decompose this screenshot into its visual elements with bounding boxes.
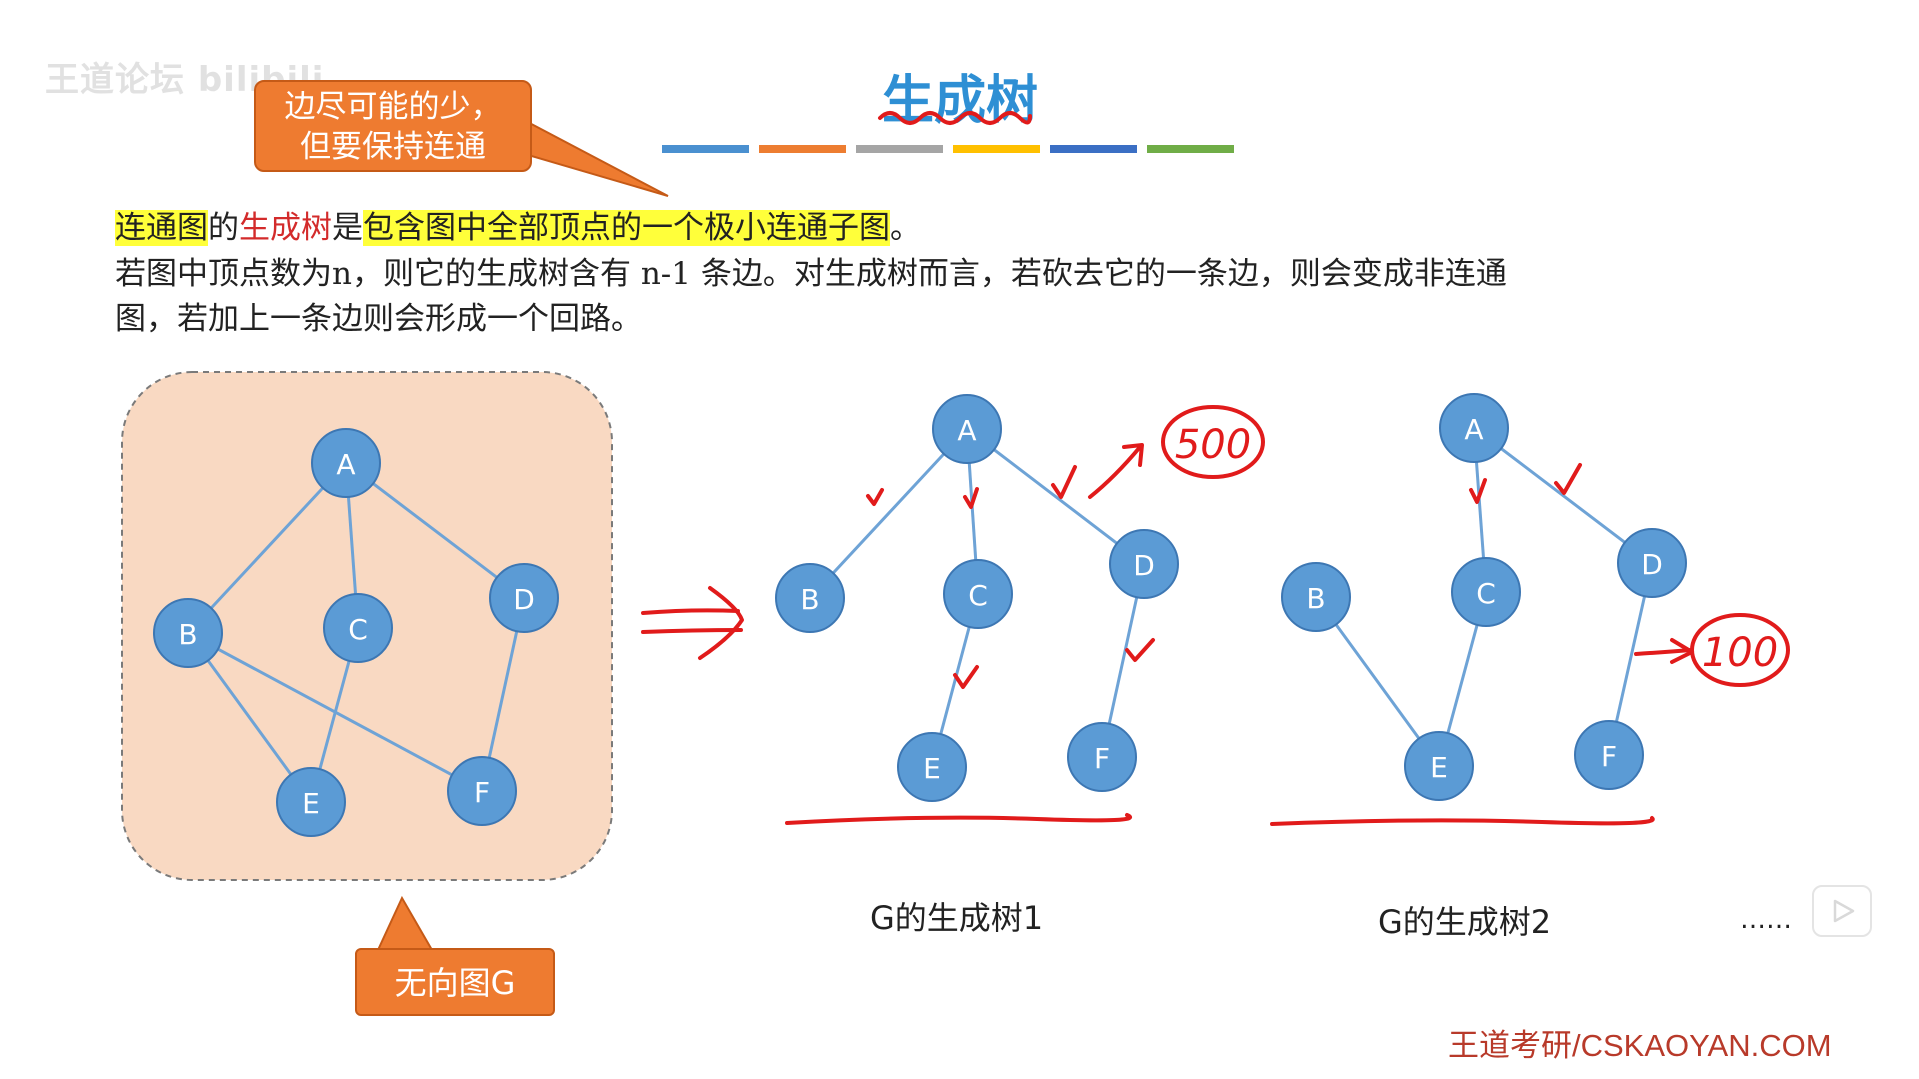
node-t2-c: C	[1451, 557, 1521, 627]
node-t2-e: E	[1404, 731, 1474, 801]
check-t2-ac	[1469, 478, 1487, 504]
stripe-2	[759, 145, 846, 153]
check-t1-ad	[1051, 465, 1077, 499]
more-ellipsis: ……	[1740, 905, 1792, 935]
play-button[interactable]	[1812, 885, 1872, 937]
arrow-to-500-head	[1122, 443, 1144, 467]
node-g-c-label: C	[348, 613, 368, 646]
node-t1-c: C	[943, 559, 1013, 629]
def-period: 。	[890, 210, 921, 246]
node-t1-c-label: C	[968, 579, 988, 612]
node-t2-e-label: E	[1430, 751, 1448, 784]
arrow-to-500	[1088, 445, 1142, 499]
node-t2-c-label: C	[1476, 577, 1496, 610]
node-t2-a: A	[1439, 393, 1509, 463]
node-g-b: B	[153, 598, 223, 668]
tree2-underline	[1270, 816, 1655, 826]
callout-line-2: 但要保持连通	[300, 129, 486, 165]
stripe-4	[953, 145, 1040, 153]
node-t1-f: F	[1067, 722, 1137, 792]
node-t1-a: A	[932, 394, 1002, 464]
node-t1-e: E	[897, 732, 967, 802]
node-t2-b: B	[1281, 562, 1351, 632]
node-t1-b-label: B	[800, 583, 819, 616]
note-500: 500	[1175, 422, 1251, 468]
edge-t2-ad	[1473, 426, 1653, 565]
check-t1-ab	[866, 488, 884, 506]
node-g-d: D	[489, 563, 559, 633]
node-t2-d: D	[1617, 528, 1687, 598]
graph-g-nodes: A B C D E F	[153, 428, 559, 837]
stripe-3	[856, 145, 943, 153]
stripe-6	[1147, 145, 1234, 153]
term-definition: 包含图中全部顶点的一个极小连通子图	[363, 210, 890, 246]
node-t1-a-label: A	[957, 414, 976, 447]
graph-g-label: 无向图G	[355, 948, 555, 1016]
footer-brand: 王道考研/CSKAOYAN.COM	[1448, 1028, 1832, 1063]
node-g-a: A	[311, 428, 381, 498]
node-t2-f-label: F	[1601, 740, 1617, 773]
check-t2-ad	[1554, 463, 1582, 495]
edge-g-ad	[345, 461, 525, 600]
node-t1-d: D	[1109, 529, 1179, 599]
double-arrow-top	[641, 608, 740, 615]
edge-t1-ab	[808, 427, 969, 600]
node-g-a-label: A	[336, 448, 355, 481]
arrow-to-100	[1634, 648, 1693, 656]
edge-t1-ad	[966, 427, 1145, 566]
circle-100	[1690, 613, 1790, 687]
def-text-shi: 是	[332, 210, 363, 246]
paragraph-line-1: 若图中顶点数为n，则它的生成树含有 n-1 条边。对生成树而言，若砍去它的一条边…	[115, 256, 1507, 292]
tree1-nodes: A B C D E F	[775, 394, 1179, 802]
callout-line-1: 边尽可能的少，	[284, 89, 502, 125]
tree2-nodes: A B C D E F	[1281, 393, 1687, 801]
check-t1-df	[1125, 638, 1155, 662]
paragraph-line-2: 图，若加上一条边则会形成一个回路。	[115, 301, 642, 337]
stripe-5	[1050, 145, 1137, 153]
graph-label-tail	[376, 895, 434, 951]
note-100: 100	[1702, 630, 1778, 676]
node-g-f-label: F	[474, 776, 490, 809]
circle-500	[1161, 405, 1265, 479]
node-t2-d-label: D	[1641, 548, 1663, 581]
node-t1-d-label: D	[1133, 549, 1155, 582]
tree2-caption: G的生成树2	[1378, 903, 1552, 941]
callout-bubble: 边尽可能的少， 但要保持连通	[254, 80, 532, 172]
node-t2-f: F	[1574, 720, 1644, 790]
title-stripes	[662, 145, 1234, 153]
node-g-c: C	[323, 593, 393, 663]
node-t1-f-label: F	[1094, 742, 1110, 775]
term-connected-graph: 连通图	[115, 210, 208, 246]
check-t1-ce	[953, 665, 979, 689]
node-g-f: F	[447, 756, 517, 826]
stripe-1	[662, 145, 749, 153]
node-g-d-label: D	[513, 583, 535, 616]
play-icon	[1833, 899, 1855, 923]
term-spanning-tree: 生成树	[239, 210, 332, 246]
node-t1-b: B	[775, 563, 845, 633]
title-underline	[878, 111, 1032, 125]
edge-g-ab	[186, 461, 348, 635]
def-text-de: 的	[208, 210, 239, 246]
node-g-e: E	[276, 767, 346, 837]
node-g-b-label: B	[178, 618, 197, 651]
double-arrow-head	[698, 586, 744, 660]
node-t1-e-label: E	[923, 752, 941, 785]
tree1-caption: G的生成树1	[870, 899, 1044, 937]
tree1-underline	[785, 813, 1132, 825]
node-g-e-label: E	[302, 787, 320, 820]
definition-line: 连通图的生成树是包含图中全部顶点的一个极小连通子图。	[115, 202, 921, 247]
check-t1-ac	[963, 487, 979, 509]
double-arrow-bottom	[641, 628, 743, 634]
node-t2-b-label: B	[1306, 582, 1325, 615]
handwriting	[641, 111, 1790, 826]
node-t2-a-label: A	[1464, 413, 1483, 446]
